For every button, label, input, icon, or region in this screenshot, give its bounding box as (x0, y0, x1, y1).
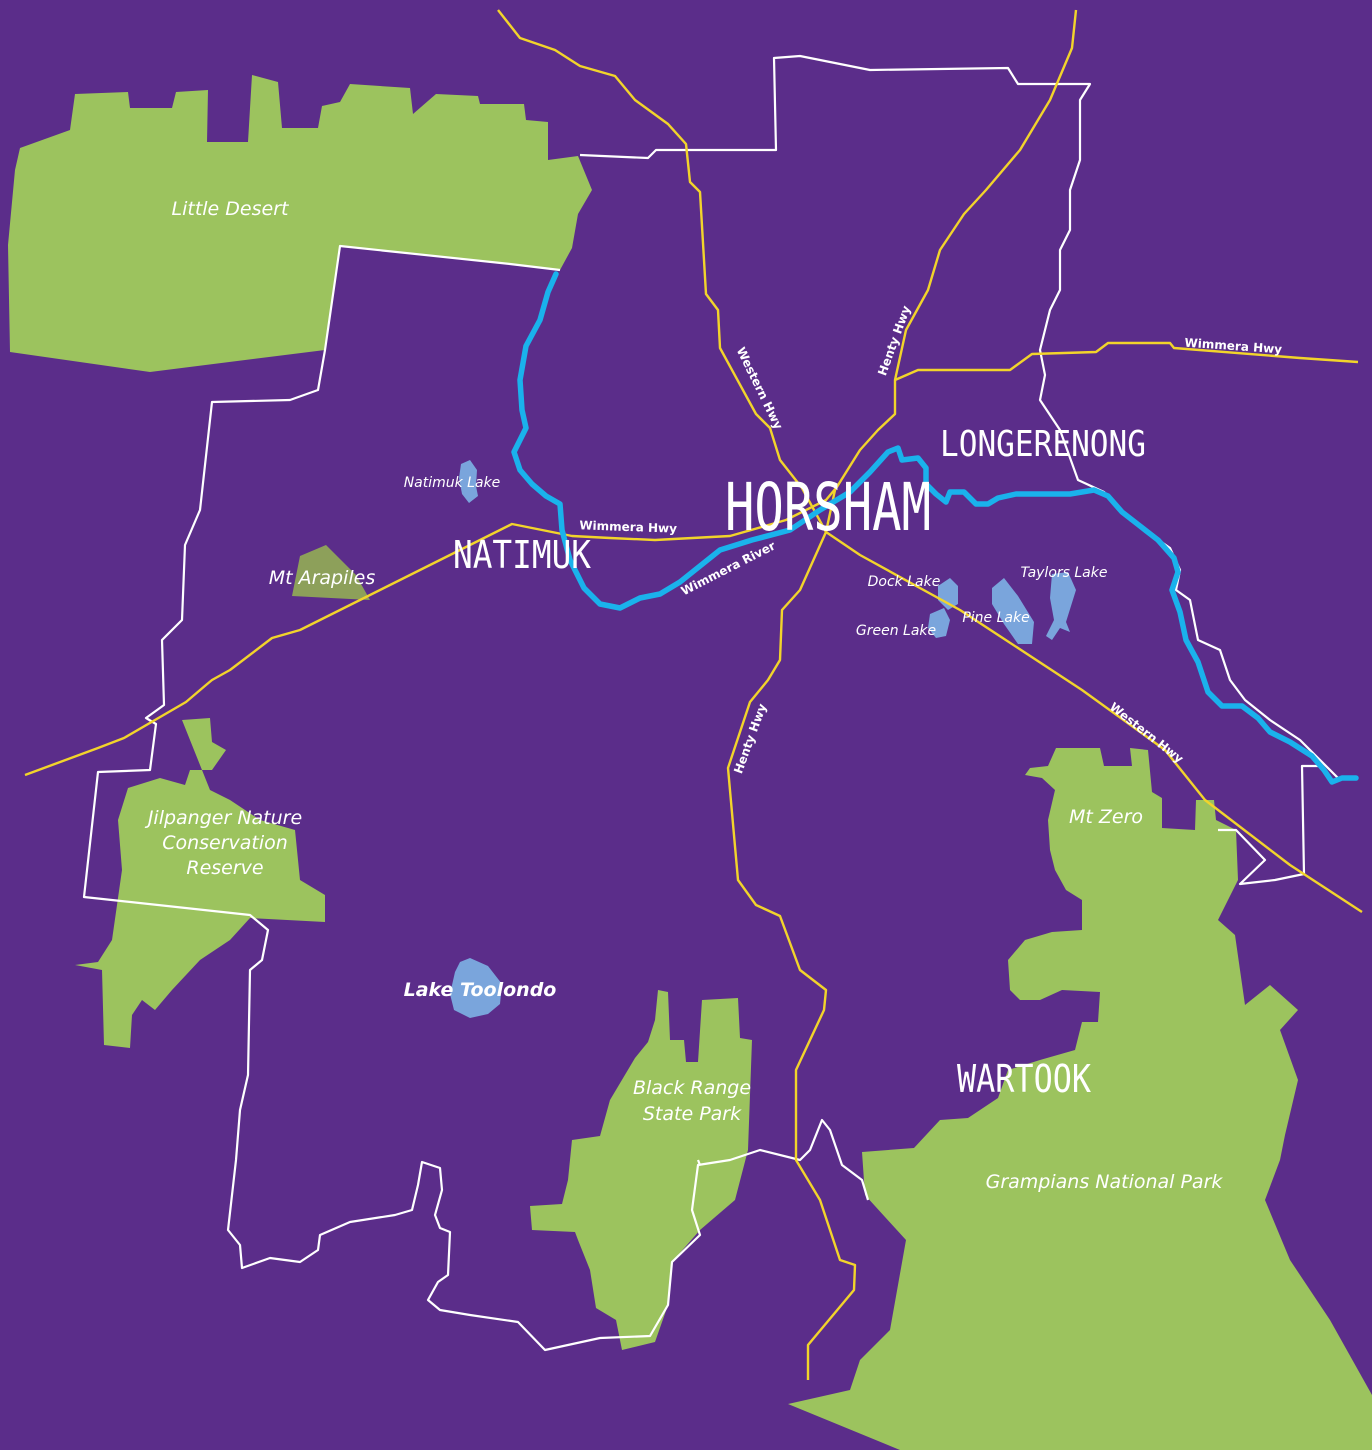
park-jilpanger (75, 718, 325, 1048)
lake-taylors (1046, 572, 1076, 640)
label-town-longerenong: LONGERENONG (940, 424, 1146, 465)
label-grampians: Grampians National Park (986, 1171, 1224, 1193)
boundary-line (82, 244, 870, 1352)
label-lake-toolondo: Lake Toolondo (404, 979, 557, 1001)
label-taylors-lake: Taylors Lake (1020, 565, 1107, 581)
label-wimmera-hwy-west: Wimmera Hwy (579, 518, 677, 535)
label-town-wartook: WARTOOK (957, 1057, 1091, 1101)
road-western-hwy (497, 9, 1363, 914)
label-jilpanger-2: Conservation (162, 832, 288, 854)
lake-natimuk (459, 460, 478, 503)
lake-green (928, 608, 950, 638)
park-mt-arapiles (292, 545, 370, 600)
park-little-desert (8, 75, 592, 372)
label-town-natimuk: NATIMUK (453, 533, 591, 577)
lake-toolondo (450, 958, 502, 1018)
boundary-line (579, 54, 1341, 781)
boundary-line (1218, 764, 1320, 886)
road-henty-hwy (726, 9, 1078, 1380)
label-dock-lake: Dock Lake (868, 574, 941, 590)
lake-pine (992, 578, 1034, 644)
park-grampians (788, 748, 1372, 1450)
river-wimmera (511, 271, 1359, 785)
road-wimmera-hwy (894, 341, 1359, 382)
road-wimmera-hwy (24, 487, 837, 777)
label-town-horsham: HORSHAM (725, 469, 931, 546)
label-mt-zero: Mt Zero (1069, 806, 1143, 828)
park-black-range (530, 990, 752, 1350)
boundary-line (696, 1159, 702, 1166)
label-natimuk-lake: Natimuk Lake (404, 475, 501, 491)
label-green-lake: Green Lake (856, 623, 936, 639)
label-jilpanger-3: Reserve (186, 857, 263, 879)
label-pine-lake: Pine Lake (962, 610, 1029, 626)
label-black-range-1: Black Range (633, 1077, 751, 1099)
label-little-desert: Little Desert (172, 198, 290, 220)
label-mt-arapiles: Mt Arapiles (269, 567, 376, 589)
label-wimmera-hwy-east: Wimmera Hwy (1184, 336, 1283, 357)
label-jilpanger-1: Jilpanger Nature (144, 807, 302, 829)
label-black-range-2: State Park (643, 1103, 742, 1125)
